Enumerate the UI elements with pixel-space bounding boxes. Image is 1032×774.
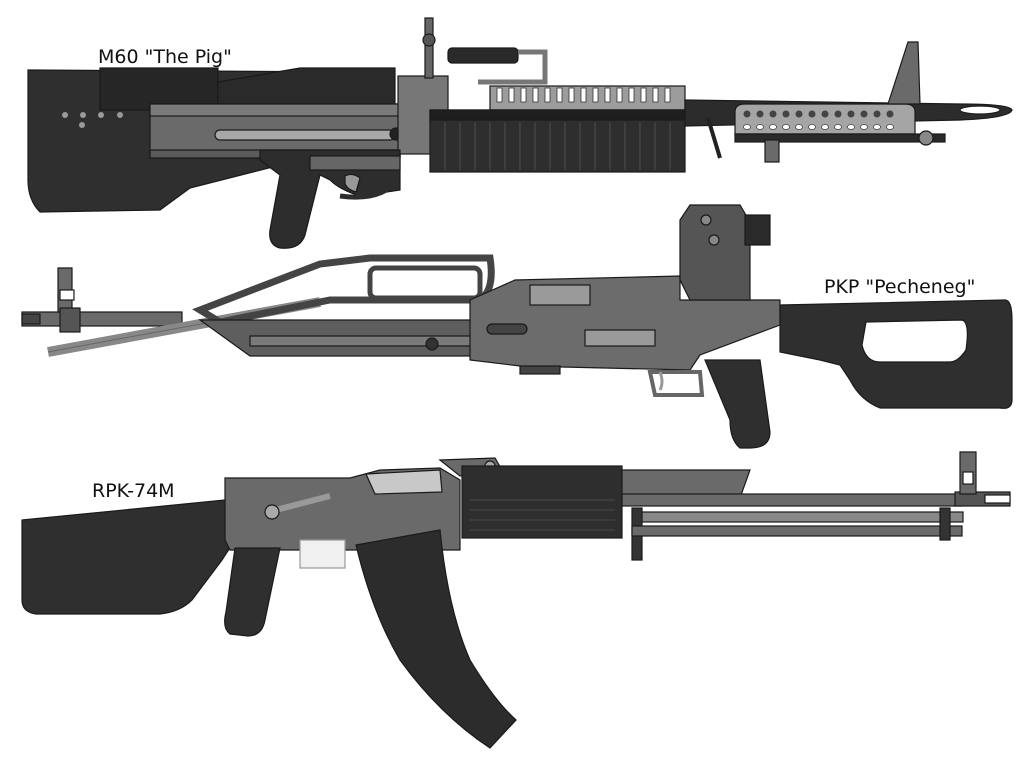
- rpk-illustration: [21, 451, 1011, 749]
- pkp-illustration: [21, 204, 1013, 449]
- m60-label: M60 "The Pig": [98, 46, 232, 68]
- m60-illustration: [27, 17, 1013, 249]
- rpk-label: RPK-74M: [92, 480, 175, 502]
- pkp-label: PKP "Pecheneg": [824, 276, 976, 298]
